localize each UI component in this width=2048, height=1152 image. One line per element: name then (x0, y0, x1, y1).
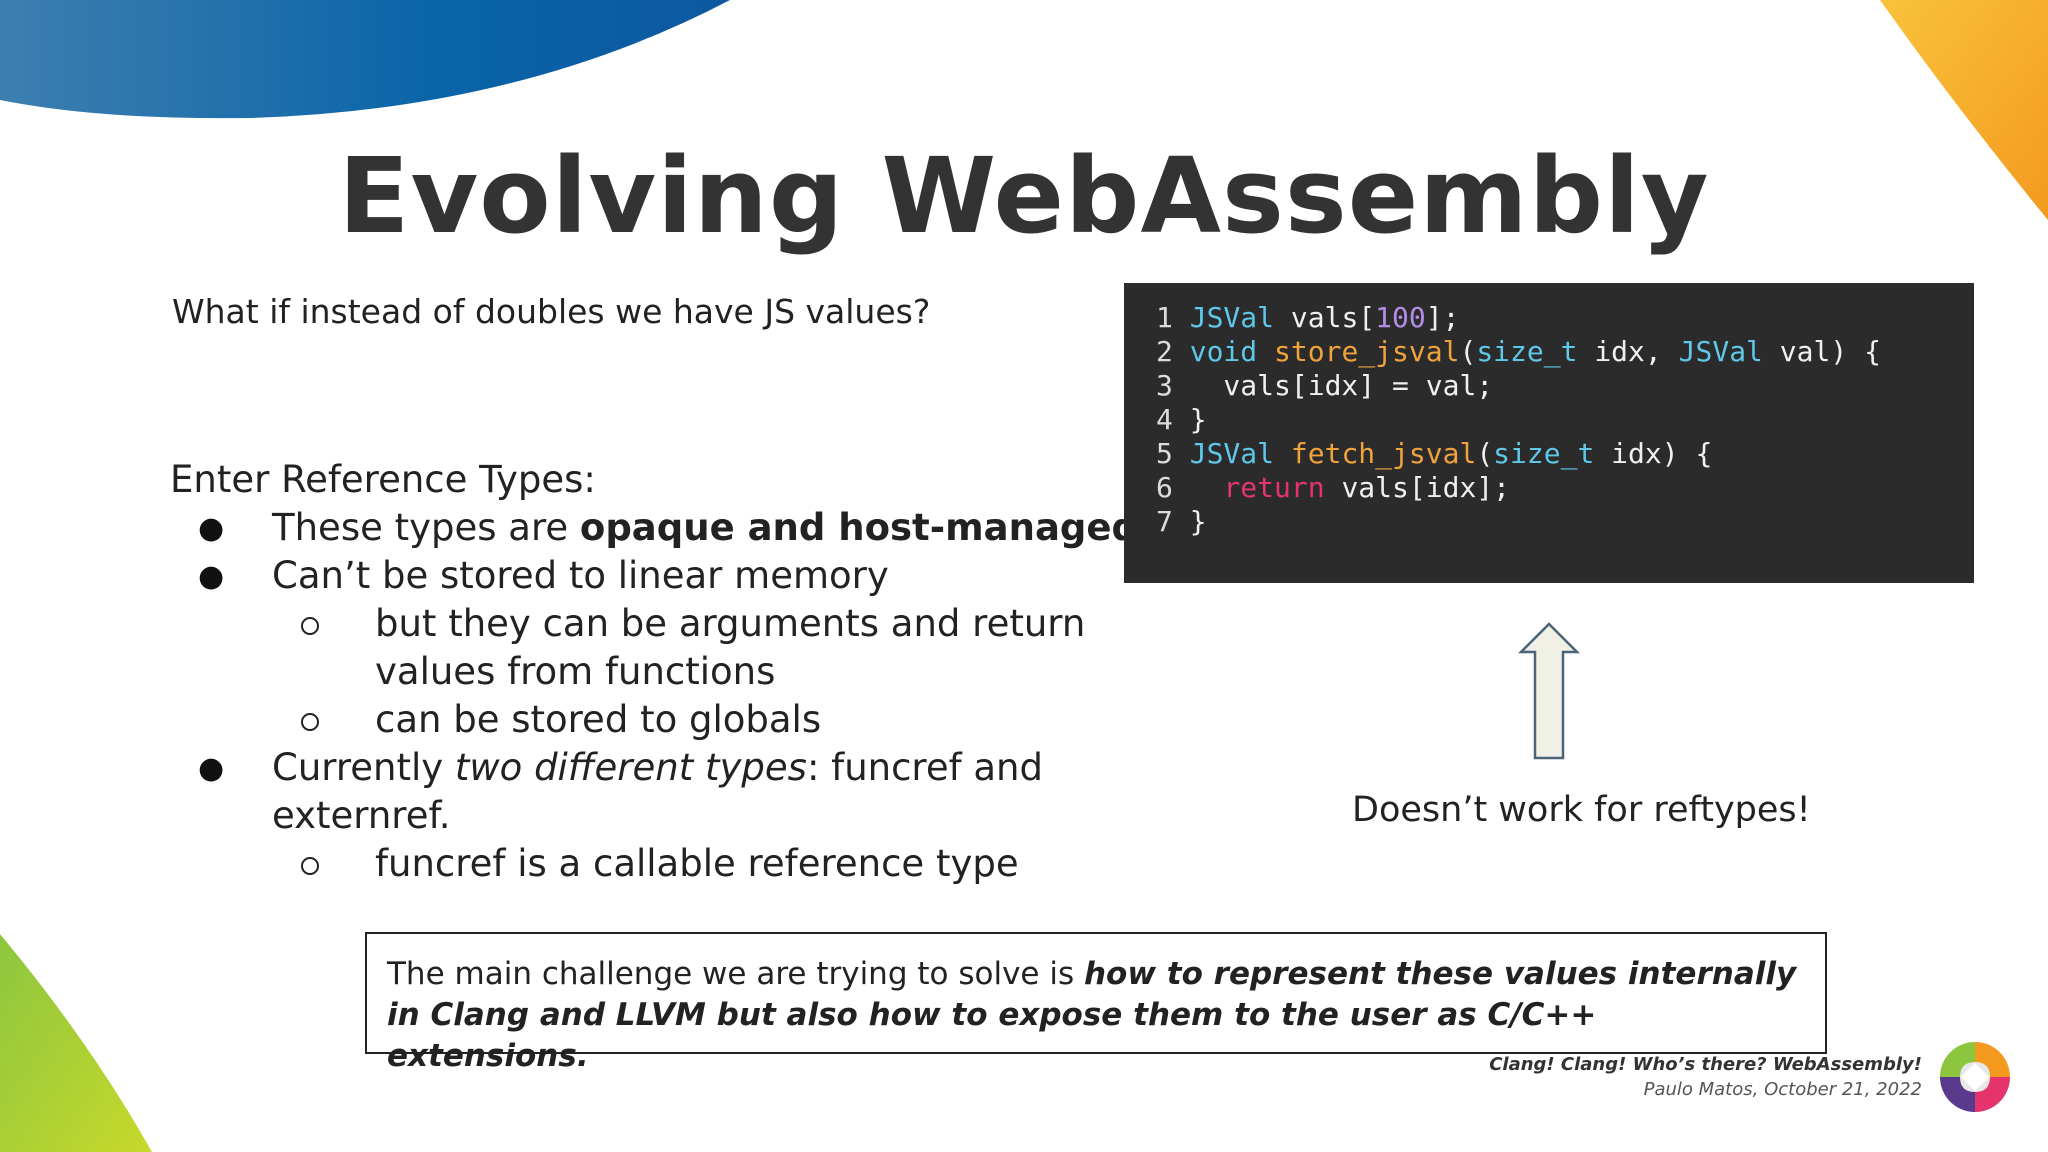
code-block: 1 JSVal vals[100];2 void store_jsval(siz… (1124, 283, 1974, 583)
code-token: idx, (1577, 335, 1679, 368)
sub-bullet-arguments-line2: values from functions (375, 650, 776, 693)
code-token: store_jsval (1274, 335, 1460, 368)
sub-bullet-funcref: funcref is a callable reference type (375, 842, 1019, 885)
code-token: size_t (1493, 437, 1595, 470)
challenge-emphasis: how to represent these values internally… (387, 956, 1797, 1074)
code-token: JSVal (1189, 301, 1275, 334)
sub-bullet-globals: can be stored to globals (375, 698, 822, 741)
code-token: ( (1476, 437, 1494, 470)
bullet-marker: ● (198, 751, 225, 786)
bottom-left-green-swoosh (0, 934, 152, 1152)
code-token: val) { (1762, 335, 1881, 368)
code-token: JSVal (1678, 335, 1763, 368)
bullet-text: Currently (272, 746, 455, 789)
code-line-number: 2 (1156, 335, 1190, 368)
code-token: vals[ (1274, 301, 1376, 334)
code-token: size_t (1476, 335, 1578, 368)
sub-bullet-marker (301, 857, 319, 875)
challenge-prefix: The main challenge we are trying to solv… (387, 956, 1084, 992)
code-token (1274, 437, 1291, 470)
bullet-two-types: Currently two different types: funcref a… (272, 744, 1043, 792)
top-right-orange-swoosh (1880, 0, 2048, 220)
sub-bullet-marker (301, 617, 319, 635)
bullet-linear-memory: Can’t be stored to linear memory (272, 554, 889, 597)
slide-title: Evolving WebAssembly (338, 135, 1710, 257)
code-token: ]; (1425, 301, 1460, 334)
code-line: 5 JSVal fetch_jsval(size_t idx) { (1156, 437, 1712, 470)
code-line-number: 3 (1156, 369, 1190, 402)
code-line: 3 vals[idx] = val; (1156, 369, 1493, 402)
sub-bullet-marker (301, 713, 319, 731)
up-arrow-icon (1518, 622, 1580, 760)
code-token: vals[idx]; (1324, 471, 1511, 504)
code-line-number: 7 (1156, 505, 1190, 538)
bullet-opaque-host-managed: These types are opaque and host-managed (272, 504, 1138, 552)
code-token: vals[idx] = val; (1189, 369, 1494, 402)
bullet-bold-text: opaque and host-managed (579, 506, 1138, 549)
code-token (1190, 471, 1224, 504)
reftypes-note: Doesn’t work for reftypes! (1352, 790, 1811, 830)
code-line-number: 1 (1156, 301, 1190, 334)
question-text: What if instead of doubles we have JS va… (172, 292, 931, 331)
reference-types-heading: Enter Reference Types: (170, 458, 596, 501)
code-line: 7 } (1156, 505, 1207, 538)
code-token: JSVal (1189, 437, 1275, 470)
code-token: ( (1459, 335, 1477, 368)
code-line: 1 JSVal vals[100]; (1156, 301, 1459, 334)
code-line: 6 return vals[idx]; (1156, 471, 1510, 504)
challenge-text: The main challenge we are trying to solv… (387, 954, 1807, 1077)
footer-talk-title: Clang! Clang! Who’s there? WebAssembly! (1489, 1054, 1922, 1075)
challenge-box: The main challenge we are trying to solv… (365, 932, 1827, 1074)
code-token: 100 (1375, 301, 1426, 334)
bullet-marker: ● (198, 511, 225, 546)
sub-bullet-arguments-line1: but they can be arguments and return (375, 602, 1086, 645)
code-line: 2 void store_jsval(size_t idx, JSVal val… (1156, 335, 1881, 368)
code-line: 4 } (1156, 403, 1207, 436)
code-token: return (1223, 471, 1325, 504)
code-line-number: 4 (1156, 403, 1190, 436)
footer-author-date: Paulo Matos, October 21, 2022 (1643, 1079, 1922, 1100)
code-line-number: 6 (1156, 471, 1190, 504)
conference-logo-icon (1940, 1042, 2010, 1112)
code-token: void (1189, 335, 1258, 368)
bullet-italic-text: two different types (454, 746, 807, 789)
code-token: fetch_jsval (1290, 437, 1477, 470)
code-line-number: 5 (1156, 437, 1190, 470)
bullet-text: These types are (272, 506, 580, 549)
code-token: idx) { (1594, 437, 1713, 470)
bullet-two-types-line2: externref. (272, 794, 451, 837)
top-left-blue-swoosh (0, 0, 730, 119)
bullet-text: : funcref and (806, 746, 1043, 789)
bullet-marker: ● (198, 559, 225, 594)
code-token (1257, 335, 1274, 368)
code-token: } (1189, 403, 1207, 436)
code-token: } (1189, 505, 1207, 538)
